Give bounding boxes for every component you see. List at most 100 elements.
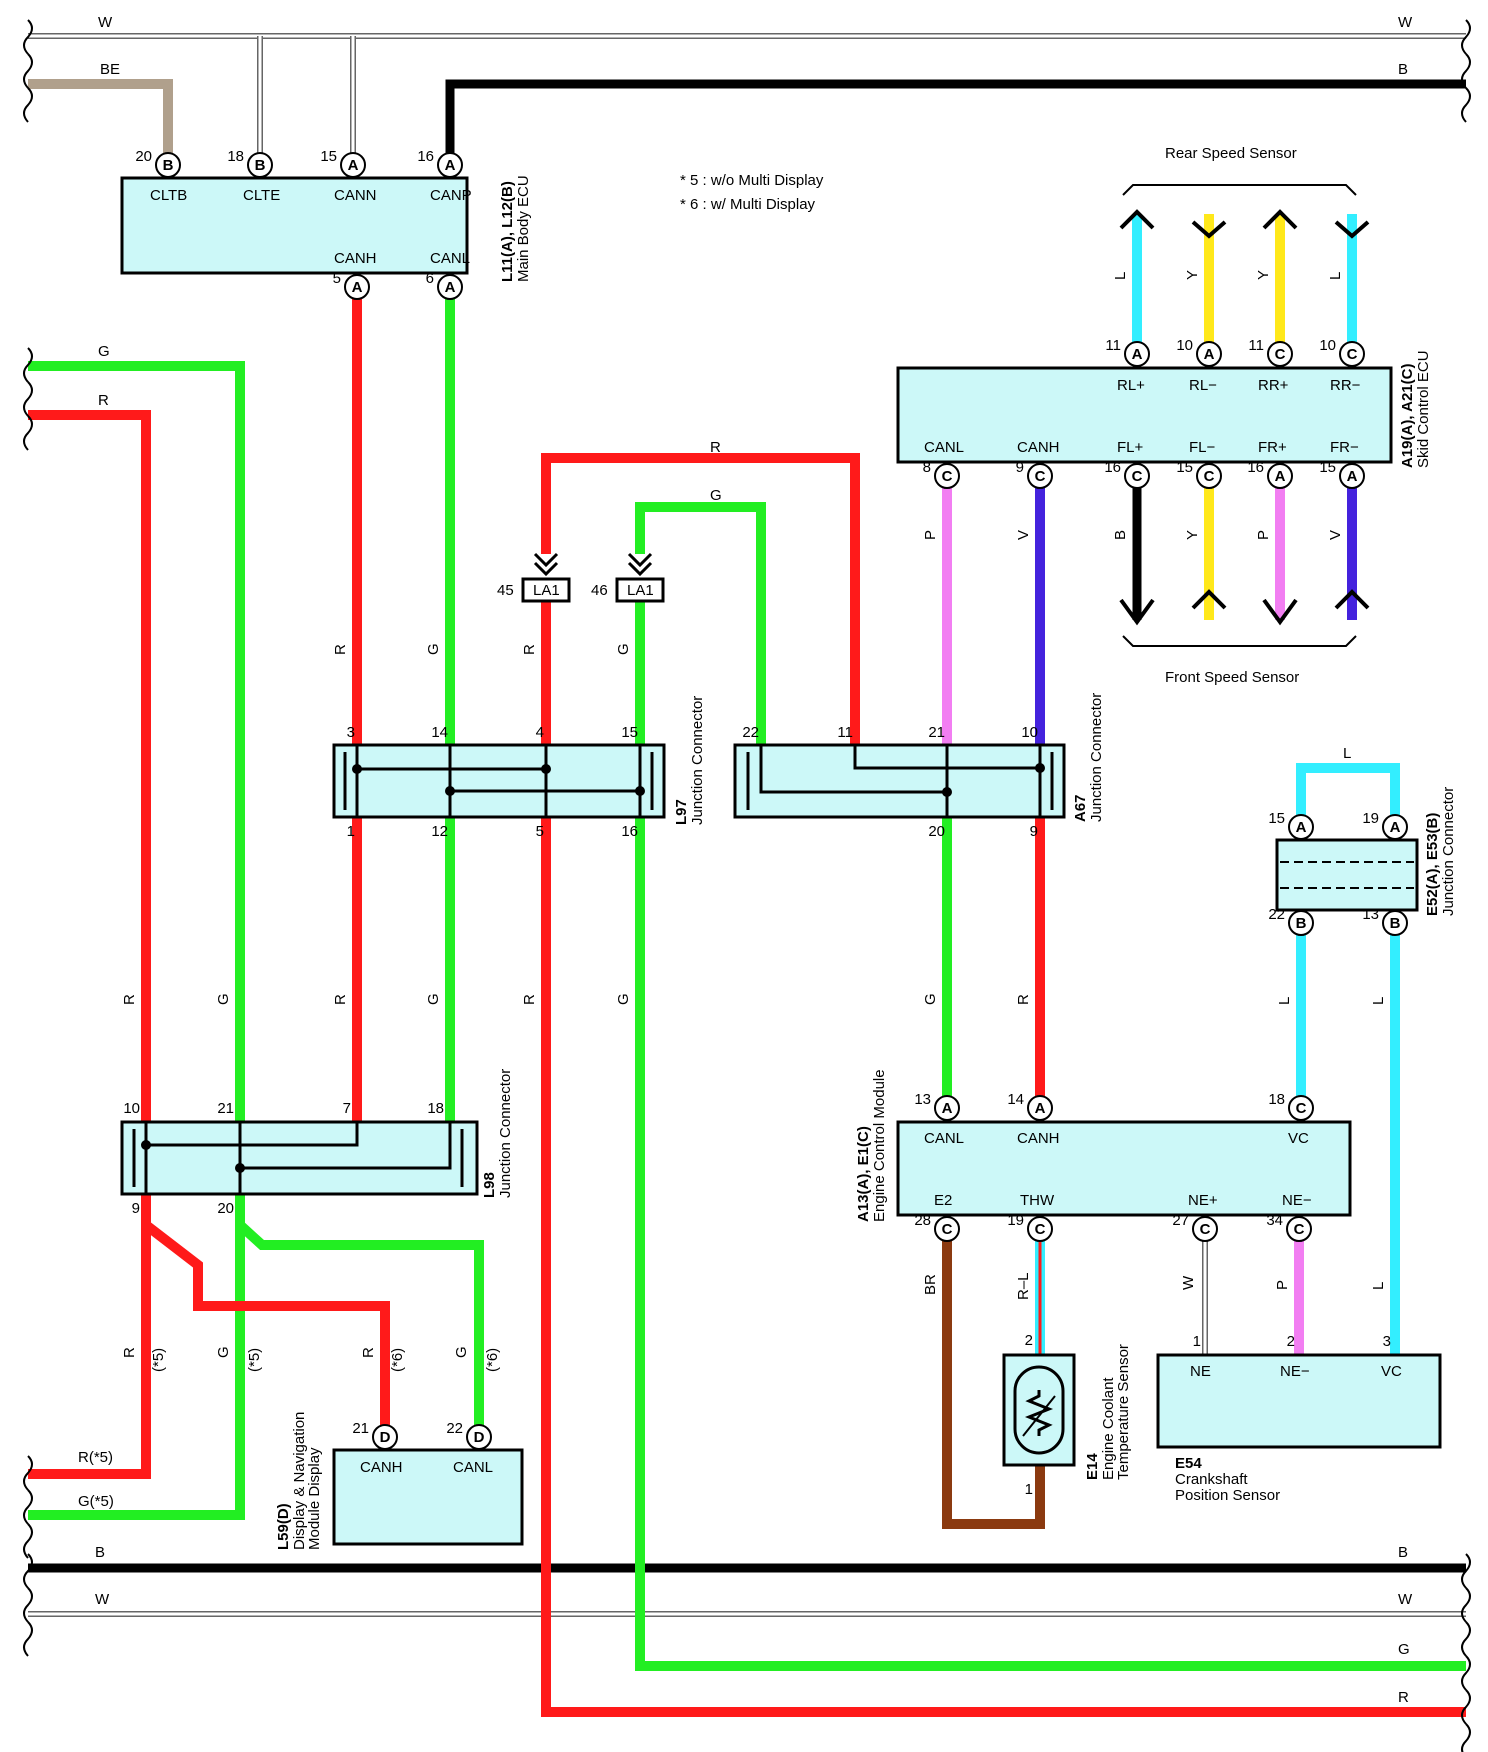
main-body-ecu-name: Main Body ECU bbox=[515, 175, 532, 282]
e52-name: Junction Connector bbox=[1440, 787, 1457, 916]
la1-connector-46: LA1 46 bbox=[591, 552, 665, 603]
wire-label-top-w-right: W bbox=[1398, 14, 1413, 31]
svg-text:19: 19 bbox=[1007, 1212, 1024, 1229]
wire-g-left bbox=[28, 361, 245, 1520]
wire-label-y-rr: Y bbox=[1255, 270, 1272, 280]
l97-junction-connector: L97 Junction Connector bbox=[332, 696, 706, 825]
wire-b-canp bbox=[445, 79, 1466, 165]
wire-label-l-rl: L bbox=[1112, 272, 1129, 280]
wire-l-e52-loop bbox=[1296, 763, 1400, 827]
wire-label-l-e52-b: L bbox=[1370, 997, 1387, 1005]
svg-text:A: A bbox=[445, 157, 456, 174]
wire-label-g-ecm: G bbox=[922, 993, 939, 1005]
svg-text:C: C bbox=[1294, 1221, 1305, 1238]
pin-display: D 22 bbox=[446, 1420, 492, 1450]
wire-r-display-canh bbox=[141, 1208, 390, 1437]
svg-text:21: 21 bbox=[352, 1420, 369, 1437]
pin-ecm: C27 bbox=[1172, 1212, 1218, 1242]
pin-skid-ecu: C15 bbox=[1176, 459, 1222, 489]
svg-text:15: 15 bbox=[1319, 459, 1336, 476]
svg-text:A: A bbox=[348, 157, 359, 174]
pin-main-body-ecu: B18 bbox=[227, 148, 273, 178]
l97-pin: 1 bbox=[347, 823, 355, 840]
pin-skid-ecu: C16 bbox=[1104, 459, 1150, 489]
pin-main-body-ecu: B20 bbox=[135, 148, 181, 178]
svg-text:A: A bbox=[1204, 346, 1215, 363]
wire-label-g-star6: G bbox=[453, 1346, 470, 1358]
pin-main-body-ecu: A16 bbox=[417, 148, 463, 178]
pin-skid-ecu: C10 bbox=[1319, 337, 1365, 367]
e54-pin: 3 bbox=[1383, 1333, 1391, 1350]
wire-br-e2 bbox=[942, 1229, 1045, 1529]
l98-name: Junction Connector bbox=[497, 1069, 514, 1198]
svg-text:C: C bbox=[1132, 468, 1143, 485]
pin-ecm: A14 bbox=[1007, 1091, 1053, 1121]
wire-label-star5-a: (*5) bbox=[150, 1348, 167, 1372]
svg-text:9: 9 bbox=[1016, 459, 1024, 476]
a67-pin: 20 bbox=[928, 823, 945, 840]
a67-pin: 22 bbox=[742, 724, 759, 741]
ecm-id: A13(A), E1(C) bbox=[855, 1126, 872, 1222]
wire-label-r-l97-3: R bbox=[332, 644, 349, 655]
main-body-ecu-id: L11(A), L12(B) bbox=[499, 181, 516, 282]
l97-pin: 5 bbox=[536, 823, 544, 840]
rear-sensor-brace bbox=[1122, 184, 1357, 196]
main-body-ecu: CLTB CLTE CANN CANP CANH CANL L11(A), L1… bbox=[120, 175, 532, 282]
wire-label-r-mid-2: R bbox=[332, 994, 349, 1005]
ecm-name: Engine Control Module bbox=[871, 1069, 888, 1222]
e14-id: E14 bbox=[1084, 1453, 1101, 1480]
l97-pin: 15 bbox=[621, 724, 638, 741]
term-fl-minus: FL− bbox=[1189, 439, 1216, 456]
svg-text:A: A bbox=[1390, 819, 1401, 836]
e54-pin: 2 bbox=[1287, 1333, 1295, 1350]
svg-text:A: A bbox=[942, 1100, 953, 1117]
wire-label-left-r: R bbox=[98, 392, 109, 409]
la1-pin: 46 bbox=[591, 582, 608, 599]
svg-text:34: 34 bbox=[1266, 1212, 1283, 1229]
e52-id: E52(A), E53(B) bbox=[1424, 813, 1441, 916]
term-rl-plus: RL+ bbox=[1117, 377, 1145, 394]
wire-label-bot-b-left: B bbox=[95, 1544, 105, 1561]
term-canl: CANL bbox=[924, 439, 964, 456]
svg-text:A: A bbox=[1296, 819, 1307, 836]
svg-text:11: 11 bbox=[1105, 337, 1121, 354]
wires bbox=[28, 33, 1466, 1717]
wire-label-top-be: BE bbox=[100, 61, 120, 78]
term-canh: CANH bbox=[360, 1459, 403, 1476]
wire-label-p-fr: P bbox=[1255, 530, 1272, 540]
pin-e52: B22 bbox=[1268, 906, 1314, 936]
wire-label-g5-left: G(*5) bbox=[78, 1493, 114, 1510]
svg-text:B: B bbox=[255, 157, 266, 174]
svg-text:18: 18 bbox=[1268, 1091, 1285, 1108]
wire-label-g-star5: G bbox=[215, 1346, 232, 1358]
wire-label-g-mid-1: G bbox=[215, 993, 232, 1005]
svg-text:22: 22 bbox=[1268, 906, 1285, 923]
term-rr-minus: RR− bbox=[1330, 377, 1361, 394]
wire-label-star6-b: (*6) bbox=[484, 1348, 501, 1372]
term-fr-minus: FR− bbox=[1330, 439, 1359, 456]
svg-text:D: D bbox=[474, 1429, 485, 1446]
term-ne-plus: NE+ bbox=[1188, 1192, 1218, 1209]
pin-e52: B13 bbox=[1362, 906, 1408, 936]
svg-text:15: 15 bbox=[320, 148, 337, 165]
engine-control-module: CANL CANH VC E2 THW NE+ NE− A13(A), E1(C… bbox=[855, 1069, 1352, 1222]
l98-id: L98 bbox=[481, 1172, 498, 1198]
wire-label-v-fr: V bbox=[1327, 530, 1344, 540]
skid-control-ecu: RL+ RL− RR+ RR− CANL CANH FL+ FL− FR+ FR… bbox=[896, 350, 1432, 468]
svg-text:22: 22 bbox=[446, 1420, 463, 1437]
term-cltb: CLTB bbox=[150, 187, 187, 204]
l97-pin: 16 bbox=[621, 823, 638, 840]
wire-label-l-vc: L bbox=[1370, 1282, 1387, 1290]
term-e2: E2 bbox=[934, 1192, 952, 1209]
term-canl: CANL bbox=[453, 1459, 493, 1476]
front-speed-sensor-label: Front Speed Sensor bbox=[1165, 669, 1299, 686]
e14-pin: 2 bbox=[1025, 1332, 1033, 1349]
wire-label-br: BR bbox=[922, 1274, 939, 1295]
wire-label-bot-w-right: W bbox=[1398, 1591, 1413, 1608]
wire-g-a67-22 bbox=[635, 502, 766, 745]
term-ne-minus: NE− bbox=[1282, 1192, 1312, 1209]
l98-pin: 21 bbox=[217, 1100, 234, 1117]
pin-skid-ecu: A16 bbox=[1247, 459, 1293, 489]
pins-and-dots: B20B18A15A16A5A6A11A10C11C10C8C9C16C15A1… bbox=[23, 19, 1471, 1752]
